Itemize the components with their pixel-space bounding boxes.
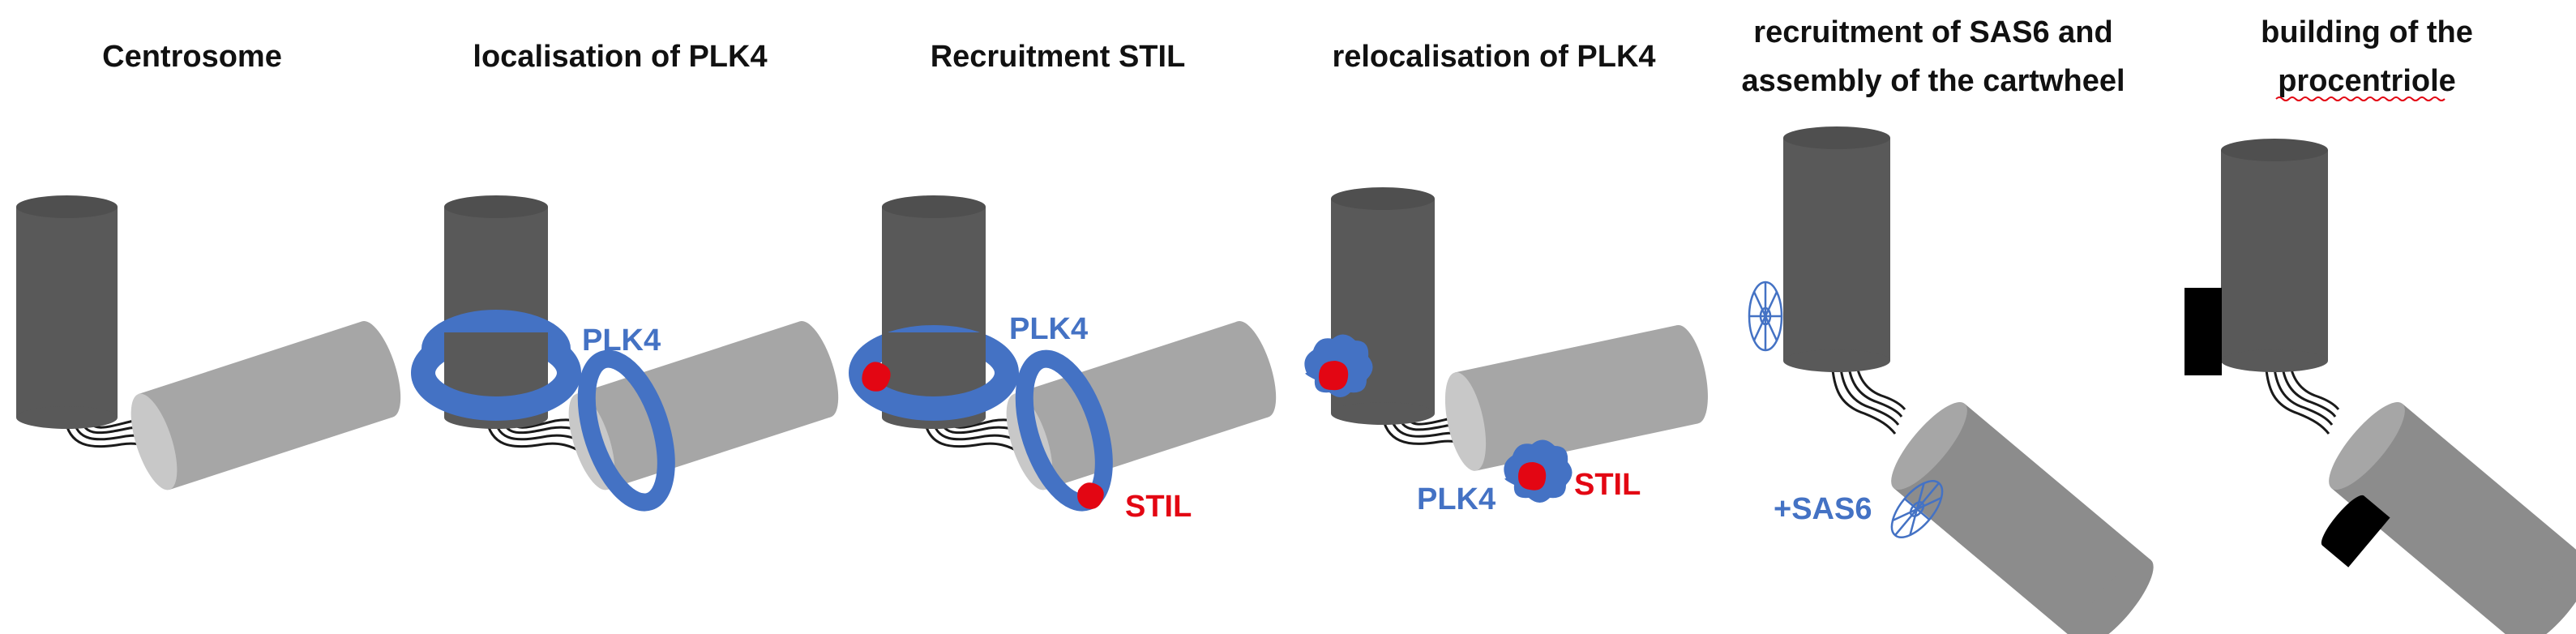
linker-fibers	[2264, 360, 2340, 435]
plk4-stil-cluster-daughter	[1504, 439, 1573, 503]
procentriole-mother	[2184, 288, 2222, 375]
daughter-centriole	[568, 321, 839, 512]
panel-relocalisation-plk4: PLK4 STIL	[1304, 187, 1708, 516]
stil-dot-daughter	[1077, 482, 1104, 509]
daughter-centriole	[131, 321, 401, 490]
plk4-ring-mother	[849, 325, 1019, 421]
panel-recruitment-sas6: +SAS6	[1748, 126, 2154, 634]
title-recruitment-sas6-line2: assembly of the cartwheel	[1741, 64, 2125, 98]
mother-centriole	[1331, 187, 1435, 425]
title-recruitment-stil: Recruitment STIL	[931, 40, 1186, 74]
title-recruitment-sas6-line1: recruitment of SAS6 and	[1753, 15, 2112, 49]
cartwheel-daughter	[1890, 480, 1944, 538]
plk4-ring-daughter	[577, 349, 675, 512]
panel-recruitment-stil: PLK4 STIL	[849, 195, 1277, 524]
spellcheck-underline	[2275, 96, 2445, 101]
daughter-centriole	[1444, 324, 1708, 471]
cartwheel-mother	[1748, 281, 1783, 352]
label-plk4: PLK4	[1417, 482, 1496, 516]
daughter-centriole	[1891, 402, 2154, 634]
title-relocalisation-plk4: relocalisation of PLK4	[1332, 40, 1655, 74]
title-building-procentriole-line1: building of the	[2261, 15, 2473, 49]
label-plk4: PLK4	[582, 323, 661, 358]
daughter-centriole	[2329, 402, 2576, 634]
stil-dot-mother	[862, 362, 891, 392]
panel-building-procentriole	[2184, 139, 2576, 634]
label-stil: STIL	[1574, 468, 1641, 502]
panel-titles: Centrosome localisation of PLK4 Recruitm…	[102, 15, 2473, 101]
mother-centriole	[16, 195, 118, 429]
plk4-stil-cluster-mother	[1304, 334, 1373, 397]
label-stil: STIL	[1125, 490, 1192, 524]
title-localisation-plk4: localisation of PLK4	[473, 40, 767, 74]
label-plk4: PLK4	[1009, 312, 1088, 346]
linker-fibers	[1830, 360, 1906, 435]
mother-centriole	[2221, 139, 2328, 372]
mother-centriole	[882, 195, 986, 429]
mother-centriole	[1783, 126, 1890, 372]
panel-centrosome	[16, 195, 401, 490]
panel-localisation-plk4: PLK4	[411, 195, 839, 512]
title-building-procentriole-line2: procentriole	[2278, 64, 2456, 98]
label-sas6: +SAS6	[1774, 492, 1872, 526]
procentriole-daughter	[2321, 495, 2390, 568]
title-centrosome: Centrosome	[102, 40, 282, 74]
plk4-ring-mother	[411, 310, 581, 421]
